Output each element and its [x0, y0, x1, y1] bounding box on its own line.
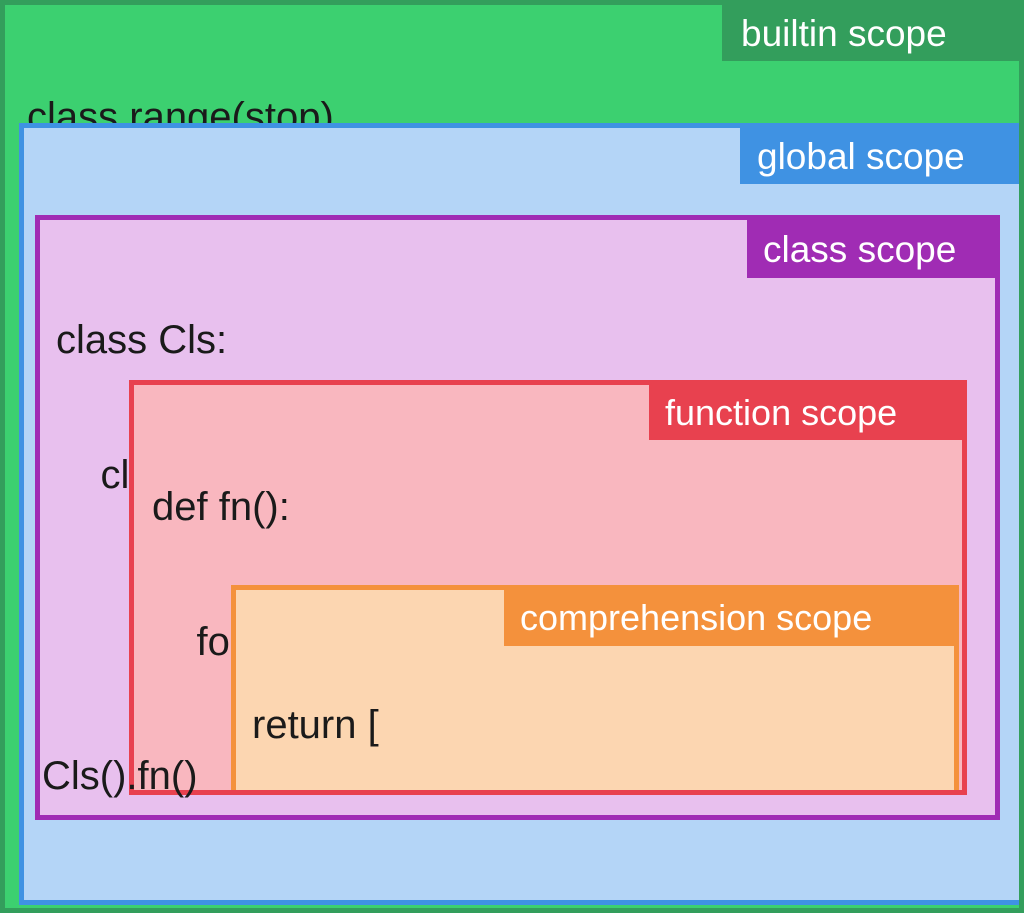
global-scope-label: global scope	[740, 128, 1019, 184]
comprehension-scope-label: comprehension scope	[504, 590, 954, 646]
class-scope-label: class scope	[747, 220, 995, 278]
global-scope-box: global scope ITERATIONS = 10 class scope…	[19, 123, 1019, 905]
code-line: return [	[252, 703, 379, 747]
code-line: class Cls:	[56, 318, 228, 362]
function-scope-label: function scope	[649, 385, 962, 440]
function-scope-box: function scope def fn(): for i in range(…	[129, 380, 967, 795]
builtin-scope-label: builtin scope	[722, 5, 1019, 61]
global-scope-code-bottom: Cls().fn()	[42, 676, 198, 876]
code-line: def fn():	[152, 485, 290, 529]
comprehension-scope-code: return [ i for i in range(10) ]	[252, 625, 610, 790]
comprehension-scope-box: comprehension scope return [ i for i in …	[231, 585, 959, 790]
code-line: Cls().fn()	[42, 754, 198, 798]
class-scope-box: class scope class Cls: class_attribute =…	[35, 215, 1000, 820]
